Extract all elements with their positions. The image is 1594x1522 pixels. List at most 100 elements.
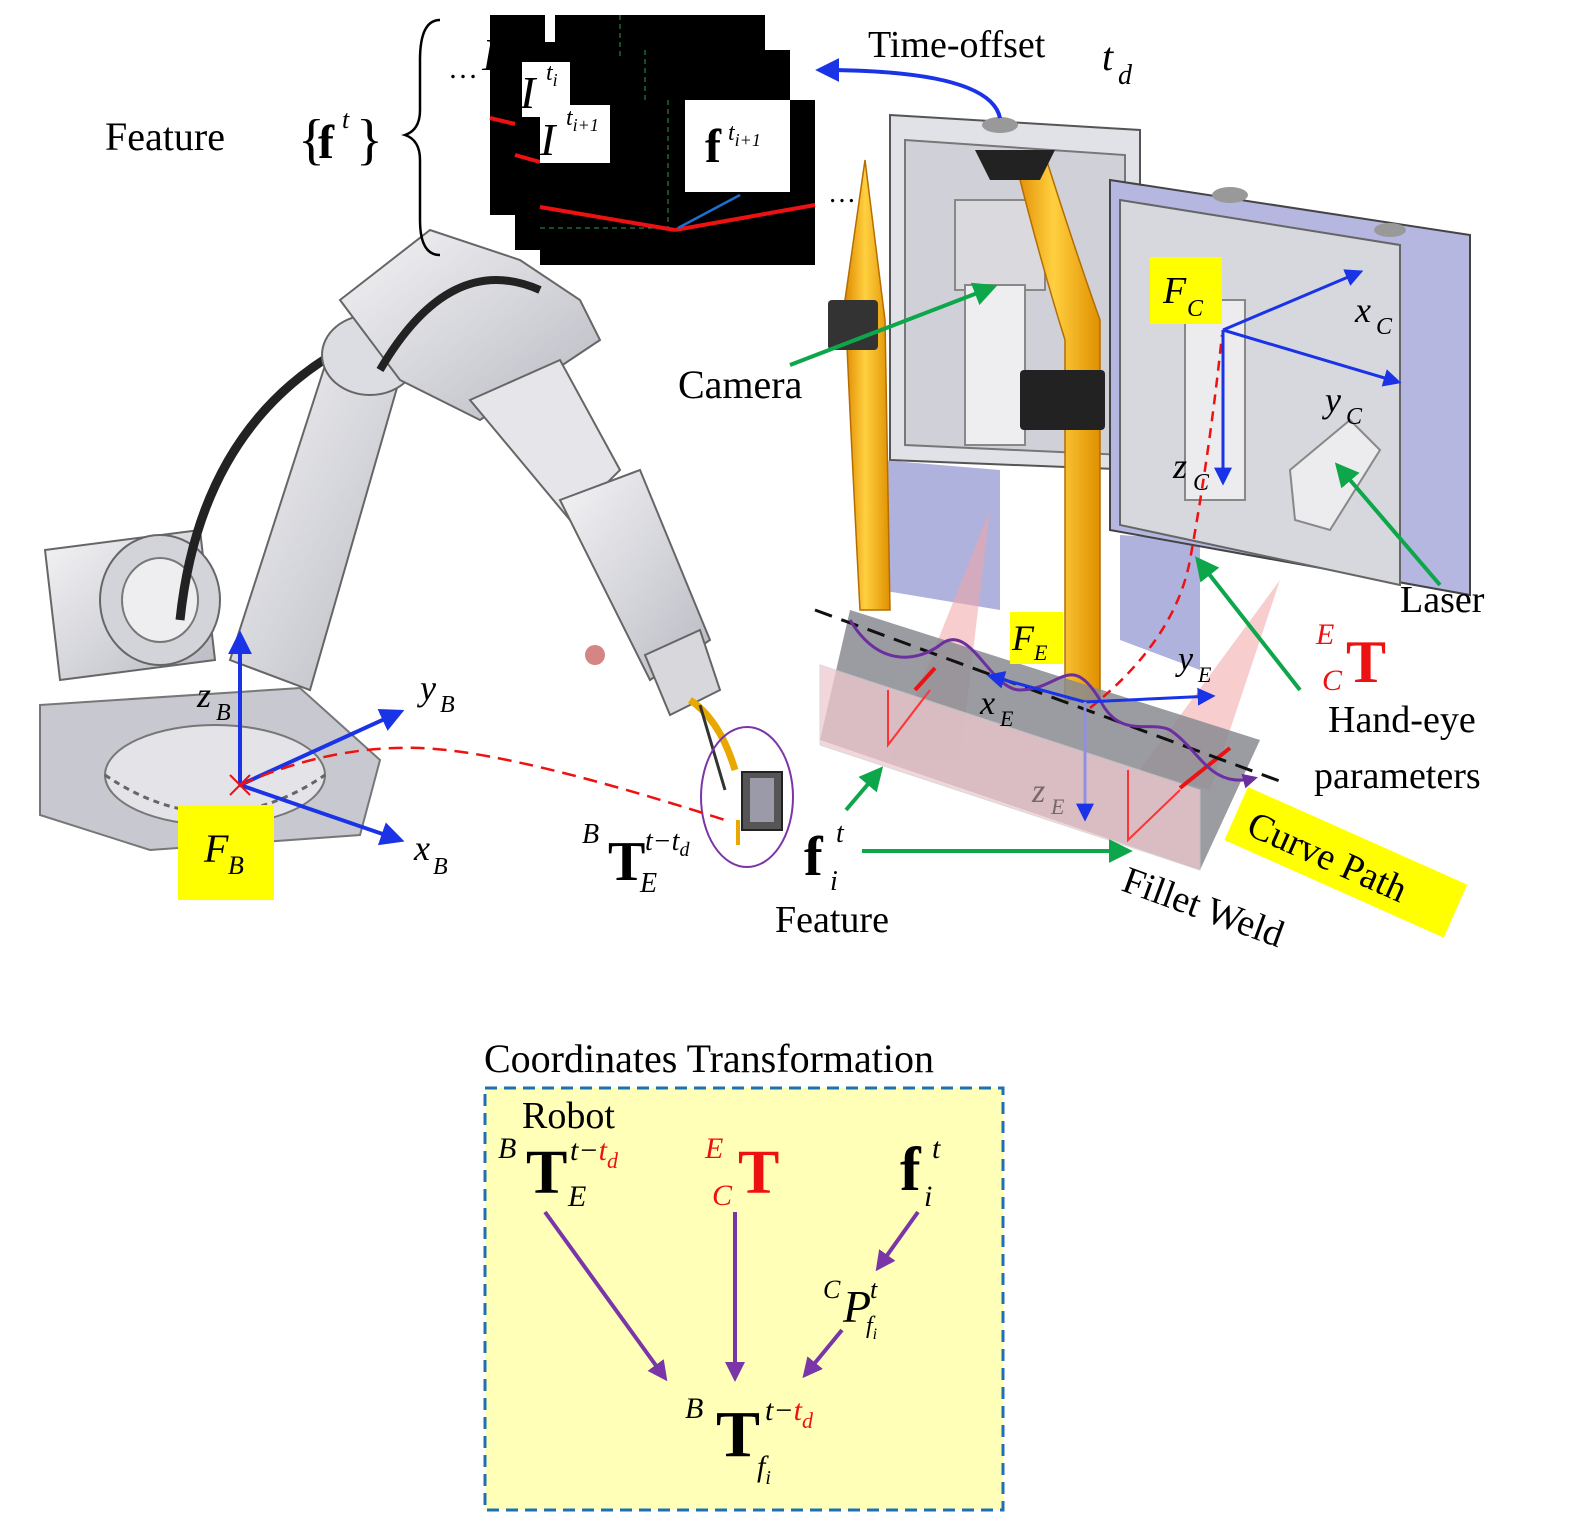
time-offset-symbol: t d — [1102, 34, 1133, 91]
svg-text:E: E — [1197, 662, 1212, 687]
svg-text:z: z — [1031, 773, 1045, 810]
feature-arrow-up — [844, 766, 884, 812]
svg-text:C: C — [823, 1275, 841, 1304]
svg-text:t: t — [870, 1275, 878, 1304]
laser-label: Laser — [1400, 579, 1485, 621]
hand-eye-transform-symbol: E C T — [1315, 618, 1386, 697]
svg-text:x: x — [413, 828, 430, 868]
svg-text:{: { — [298, 109, 325, 171]
svg-text:E: E — [1315, 618, 1334, 651]
svg-text:t: t — [1102, 34, 1114, 79]
camera-frame-axes — [1214, 269, 1402, 486]
svg-text:t−td: t−td — [765, 1394, 814, 1433]
camera-frame-label: F C — [1162, 270, 1204, 322]
image-label-ti: I — [519, 67, 538, 118]
svg-text:B: B — [216, 700, 231, 726]
svg-text:T: T — [526, 1139, 567, 1207]
svg-text:T: T — [716, 1398, 760, 1471]
base-frame-axes — [228, 630, 726, 846]
svg-text:B: B — [433, 854, 448, 880]
feature-set-symbol: { f t } — [298, 105, 383, 171]
svg-text:E: E — [639, 868, 657, 899]
time-offset-arrow — [815, 58, 1002, 119]
base-frame-label: F B — [203, 826, 244, 880]
svg-text:C: C — [1346, 404, 1363, 430]
svg-text:B: B — [228, 851, 244, 880]
svg-text:F: F — [203, 826, 229, 871]
svg-text:}: } — [356, 109, 383, 171]
end-frame-tag — [1010, 612, 1063, 664]
panel-title: Coordinates Transformation — [484, 1036, 934, 1081]
svg-text:y: y — [417, 668, 436, 708]
svg-text:t: t — [932, 1132, 941, 1165]
svg-text:E: E — [1050, 794, 1065, 819]
base-to-end-transform: B T E t−td — [582, 819, 690, 899]
image-frame-stack: … I ti−1 I ti I ti+1 f ti+1 … — [401, 10, 856, 265]
svg-text:i: i — [924, 1180, 932, 1213]
svg-text:f: f — [900, 1136, 922, 1204]
svg-text:B: B — [582, 819, 599, 850]
svg-text:y: y — [1322, 380, 1341, 420]
svg-text:f: f — [804, 826, 824, 888]
svg-text:C: C — [1193, 470, 1210, 496]
feature-bottom-label: Feature — [775, 899, 889, 941]
svg-text:t−td: t−td — [645, 826, 690, 861]
feature-to-point-arrow — [875, 1210, 920, 1272]
svg-text:E: E — [1033, 640, 1048, 665]
image-label-ti-sup: ti — [546, 60, 558, 90]
svg-text:i: i — [830, 866, 838, 897]
hand-eye-label-line2: parameters — [1314, 755, 1481, 797]
image-label-ti-1: I — [481, 29, 500, 80]
svg-text:z: z — [196, 675, 211, 715]
image-label-ti+1: I — [539, 114, 558, 165]
panel-hand-eye: E C T — [704, 1132, 779, 1212]
svg-text:T: T — [1346, 629, 1386, 695]
stack-trailing-ellipsis: … — [828, 178, 856, 209]
stack-leading-ellipsis: … — [448, 52, 478, 85]
point-to-result-arrow — [802, 1328, 844, 1379]
panel-camera-point: C P t fi — [823, 1275, 878, 1343]
industrial-robot-illustration — [39, 228, 794, 868]
svg-text:B: B — [440, 692, 455, 718]
svg-text:B: B — [685, 1392, 703, 1425]
feature-fi-symbol: f t i — [804, 818, 845, 897]
end-frame-label: F E — [1011, 618, 1048, 665]
svg-text:z: z — [1172, 446, 1187, 486]
hand-eye-arrow — [1195, 556, 1302, 692]
time-offset-label: Time-offset — [868, 24, 1046, 66]
camera-arrow — [789, 282, 998, 367]
svg-text:x: x — [979, 685, 995, 722]
svg-text:E: E — [567, 1180, 586, 1213]
laser-arrow — [1334, 462, 1442, 587]
svg-text:y: y — [1175, 641, 1194, 678]
svg-text:F: F — [1162, 270, 1187, 312]
svg-text:E: E — [704, 1132, 723, 1165]
svg-text:t: t — [836, 818, 845, 849]
feature-title: Feature — [105, 114, 225, 159]
robot-pose-arrow — [543, 1210, 668, 1382]
svg-text:t: t — [342, 105, 350, 134]
camera-frame-tag — [1150, 257, 1222, 324]
svg-text:B: B — [498, 1132, 516, 1165]
svg-text:C: C — [1376, 314, 1393, 340]
svg-text:T: T — [738, 1139, 779, 1207]
feature-vector-f: f — [705, 120, 722, 173]
svg-text:P: P — [842, 1281, 871, 1332]
hand-eye-label-line1: Hand-eye — [1328, 699, 1476, 741]
svg-text:f: f — [318, 116, 335, 169]
camera-label: Camera — [678, 362, 803, 407]
svg-text:E: E — [999, 706, 1014, 731]
end-frame-axes — [986, 671, 1216, 822]
svg-text:C: C — [1187, 296, 1204, 322]
svg-text:T: T — [608, 831, 645, 893]
